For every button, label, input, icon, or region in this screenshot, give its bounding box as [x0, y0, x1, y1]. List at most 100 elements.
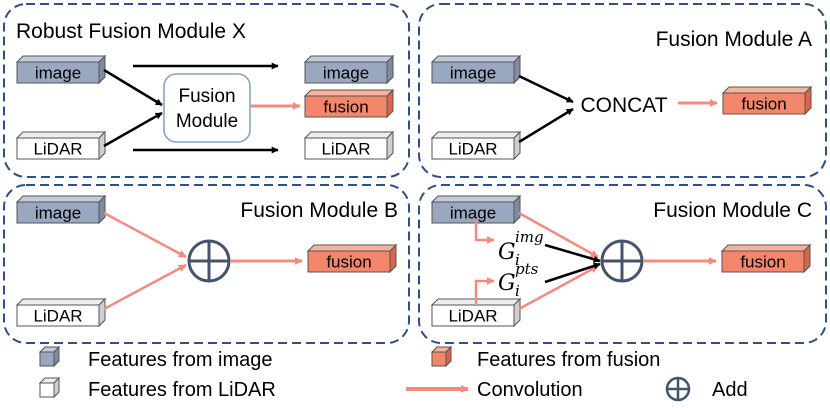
a-fusion-output-feature: fusion	[721, 85, 813, 116]
a-image-block-top-face	[430, 55, 522, 63]
x-lidar-out-block-top-face	[303, 131, 395, 139]
c-gate-img-base: G	[498, 240, 516, 265]
legend-lidar-cube-front-face	[39, 382, 55, 398]
x-arrow-image-to-module	[103, 68, 163, 107]
b-image-block-front-face	[16, 201, 100, 224]
panel-a-title: Fusion Module A	[656, 28, 812, 51]
legend-lidar-features-label: Features from LiDAR	[88, 379, 276, 401]
c-fusion-out-block-top-face	[720, 244, 812, 252]
x-fusion-module-label-line1: Fusion	[178, 86, 235, 107]
legend-add-label: Add	[712, 379, 748, 401]
a-lidar-block-front-face	[431, 137, 515, 160]
c-conv-arrow-image-to-add	[518, 211, 599, 259]
c-gate-pts-sub: i	[515, 282, 520, 300]
a-arrow-lidar-to-concat	[518, 107, 574, 144]
c-lidar-block-label: LiDAR	[448, 307, 497, 326]
c-gate-pts-base: G	[498, 271, 516, 296]
legend-convolution-label: Convolution	[477, 379, 583, 401]
b-fusion-out-block-label: fusion	[326, 253, 371, 272]
x-fusion-module-box	[163, 73, 251, 143]
x-image-out-block-front-face	[304, 61, 388, 84]
c-gate-pts-label: G i pts	[498, 260, 539, 300]
c-gate-img-sub: i	[515, 251, 520, 269]
panel-c-title: Fusion Module C	[653, 199, 812, 222]
panel-b-border	[3, 184, 410, 344]
legend-image-features-label: Features from image	[88, 349, 273, 371]
panel-c-border	[418, 184, 827, 344]
c-arrow-gate-img-to-add	[544, 243, 601, 263]
x-arrow-lidar-to-module	[103, 111, 163, 148]
legend-add-icon	[665, 376, 691, 402]
b-image-feature: image	[15, 194, 107, 225]
x-lidar-block-label: LiDAR	[33, 140, 82, 159]
x-lidar-out-block-label: LiDAR	[321, 140, 370, 159]
c-fusion-output-feature: fusion	[720, 243, 812, 274]
c-image-block-label: image	[450, 204, 496, 223]
b-conv-arrow-image-to-add	[103, 211, 187, 259]
x-image-block-front-face	[16, 61, 100, 84]
b-add-icon	[187, 239, 231, 283]
a-fusion-out-block-front-face	[722, 92, 806, 115]
legend-fusion-features-label: Features from fusion	[477, 349, 660, 371]
a-arrow-image-to-concat	[518, 74, 574, 104]
x-lidar-out-block-front-face	[304, 137, 388, 160]
c-add-icon	[600, 239, 644, 283]
x-lidar-block-top-face	[15, 131, 107, 139]
x-lidar-output-feature: LiDAR	[303, 130, 395, 161]
legend-image-cube-icon	[38, 345, 61, 368]
a-image-block-front-face	[431, 61, 515, 84]
a-lidar-block-label: LiDAR	[448, 140, 497, 159]
b-lidar-block-front-face	[16, 304, 100, 327]
a-fusion-out-block-label: fusion	[741, 95, 786, 114]
x-lidar-feature: LiDAR	[15, 130, 107, 161]
x-image-out-block-top-face	[303, 55, 395, 63]
c-gate-pts-sup: pts	[515, 260, 539, 278]
c-gate-img-label: G i img	[498, 228, 544, 269]
a-image-block-label: image	[450, 64, 496, 83]
a-lidar-block-top-face	[430, 131, 522, 139]
x-image-block-top-face	[15, 55, 107, 63]
b-fusion-out-block-front-face	[307, 250, 391, 273]
a-lidar-feature: LiDAR	[430, 130, 522, 161]
legend-fusion-cube-front-face	[431, 351, 447, 367]
b-lidar-block-top-face	[15, 298, 107, 306]
panel-x-title: Robust Fusion Module X	[16, 20, 246, 43]
x-fusion-module-label-line2: Module	[176, 111, 238, 132]
a-fusion-out-block-top-face	[721, 86, 813, 94]
panel-b-title: Fusion Module B	[240, 199, 398, 222]
x-image-block-label: image	[35, 64, 81, 83]
x-fusion-out-block-label: fusion	[323, 98, 368, 117]
b-fusion-output-feature: fusion	[306, 243, 398, 274]
x-fusion-out-block-front-face	[304, 95, 388, 118]
b-fusion-out-block-top-face	[306, 244, 398, 252]
x-fusion-output-feature: fusion	[303, 88, 395, 119]
legend-lidar-cube-icon	[38, 376, 61, 399]
b-lidar-feature: LiDAR	[15, 297, 107, 328]
panel-a-border	[418, 3, 827, 178]
c-lidar-block-front-face	[431, 304, 515, 327]
x-fusion-out-block-top-face	[303, 89, 395, 97]
b-lidar-block-label: LiDAR	[33, 307, 82, 326]
legend-fusion-cube-icon	[430, 345, 453, 368]
c-image-block-front-face	[431, 201, 515, 224]
legend-image-cube-front-face	[39, 351, 55, 367]
c-arrow-gate-pts-to-add	[544, 262, 601, 284]
c-fusion-out-block-front-face	[721, 250, 805, 273]
c-image-feature: image	[430, 194, 522, 225]
c-fusion-out-block-label: fusion	[740, 253, 785, 272]
x-image-output-feature: image	[303, 54, 395, 85]
x-lidar-block-front-face	[16, 137, 100, 160]
b-image-block-top-face	[15, 195, 107, 203]
x-image-out-block-label: image	[323, 64, 369, 83]
a-image-feature: image	[430, 54, 522, 85]
c-conv-arrow-lidar-to-gate	[474, 277, 495, 305]
c-gate-img-sup: img	[515, 228, 544, 246]
b-image-block-label: image	[35, 204, 81, 223]
x-image-feature: image	[15, 54, 107, 85]
b-conv-arrow-lidar-to-add	[103, 263, 187, 311]
c-image-block-top-face	[430, 195, 522, 203]
a-concat-label: CONCAT	[580, 94, 667, 117]
c-conv-arrow-image-to-gate	[474, 221, 495, 244]
c-conv-arrow-lidar-to-add	[518, 264, 599, 311]
